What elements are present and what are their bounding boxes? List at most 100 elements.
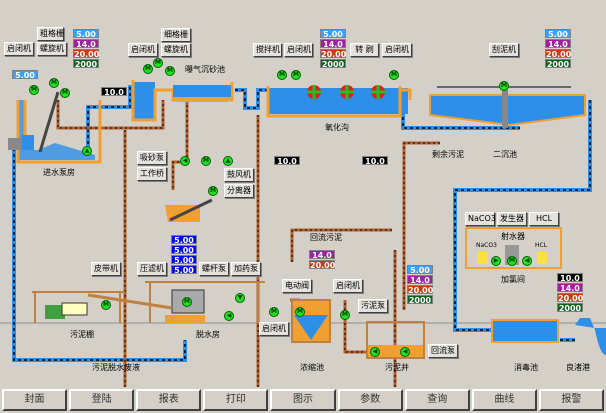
fine-screen-button[interactable]: 细格栅 xyxy=(161,28,191,42)
belt-conveyor-button[interactable]: 皮带机 xyxy=(91,262,121,276)
gate-button-3[interactable]: 启闭机 xyxy=(284,43,313,57)
motor-icon[interactable]: M xyxy=(29,85,39,95)
reading-value: 5.00 xyxy=(171,245,197,255)
nav-login[interactable]: 登陆 xyxy=(69,389,135,411)
motor-icon[interactable]: M xyxy=(499,81,509,91)
motor-icon[interactable]: M xyxy=(165,66,175,76)
return-sludge-label: 回流污泥 xyxy=(310,233,342,242)
nav-parameters[interactable]: 参数 xyxy=(337,389,403,411)
motor-icon[interactable]: M xyxy=(60,88,70,98)
oxidation-ditch xyxy=(266,85,412,118)
gate-button-2[interactable]: 启闭机 xyxy=(128,43,158,57)
pump-icon[interactable]: ▲ xyxy=(82,146,92,156)
reading-flow: 2000 xyxy=(320,59,346,69)
nav-cover[interactable]: 封面 xyxy=(2,389,68,411)
reading-value: 14.0 xyxy=(73,39,99,49)
separator-button[interactable]: 分离器 xyxy=(224,184,254,198)
motor-icon[interactable]: M xyxy=(182,297,192,307)
inlet-pump-house-label: 进水泵房 xyxy=(43,168,75,177)
generator-button[interactable]: 发生器 xyxy=(497,212,527,226)
bottom-navigation: 封面 登陆 报表 打印 图示 参数 查询 曲线 报警 xyxy=(0,387,606,413)
motor-icon[interactable]: M xyxy=(389,70,399,80)
reading-level: 5.00 xyxy=(407,265,433,275)
blower-button[interactable]: 鼓风机 xyxy=(224,168,254,182)
motor-icon[interactable]: M xyxy=(291,70,301,80)
secondary-clarifier xyxy=(429,86,586,128)
pump-icon[interactable]: ◀ xyxy=(400,347,410,357)
inlet-level-reading: 5.00 xyxy=(12,70,38,80)
naco3-button[interactable]: NaCO3 xyxy=(465,212,496,226)
return-pump-button[interactable]: 回流泵 xyxy=(428,344,458,358)
reading-value: 14.0 xyxy=(320,39,346,49)
motor-icon[interactable]: M xyxy=(49,78,59,88)
grit-hopper xyxy=(165,198,213,222)
work-bridge-button[interactable]: 工作桥 xyxy=(137,167,167,181)
nav-alarm[interactable]: 报警 xyxy=(538,389,604,411)
pump-icon[interactable]: ◀ xyxy=(180,156,190,166)
reading-level: 5.00 xyxy=(320,29,346,39)
nav-query[interactable]: 查询 xyxy=(404,389,470,411)
motor-icon[interactable]: M xyxy=(507,256,517,266)
dewater-waste-label: 污泥脱水废液 xyxy=(92,363,140,372)
naco3-tank-label: NaCO3 xyxy=(476,242,497,249)
pump-icon[interactable]: ◀ xyxy=(522,256,532,266)
motor-icon[interactable]: M xyxy=(143,64,153,74)
coarse-screen-button[interactable]: 粗格栅 xyxy=(37,27,64,41)
reading-value: 20.00 xyxy=(545,49,572,59)
sand-pump-button[interactable]: 吸砂泵 xyxy=(137,151,167,165)
grit-flow-reading: 10.0 xyxy=(101,87,127,97)
motor-icon[interactable]: M xyxy=(340,310,350,320)
excess-sludge-flow-reading: 10.0 xyxy=(362,156,388,166)
dosing-pump-button[interactable]: 加药泵 xyxy=(231,262,261,276)
reading-value: 5.00 xyxy=(171,255,197,265)
reading-value: 5.00 xyxy=(171,235,197,245)
reading-value: 20.00 xyxy=(557,293,584,303)
gate-button-6[interactable]: 启闭机 xyxy=(259,322,289,336)
pump-icon[interactable]: ◀ xyxy=(370,347,380,357)
gate-button-4[interactable]: 启闭机 xyxy=(382,43,412,57)
motor-icon[interactable]: M xyxy=(201,156,211,166)
disinfection-tank xyxy=(491,318,606,355)
grit-chamber xyxy=(131,80,234,122)
reading-flow: 2000 xyxy=(557,303,583,313)
scraper-button[interactable]: 刮泥机 xyxy=(489,43,519,57)
reading-flow: 2000 xyxy=(73,59,99,69)
sludge-shed-label: 污泥棚 xyxy=(70,330,94,339)
mixer-button[interactable]: 搅拌机 xyxy=(253,43,282,57)
reading-value: 20.00 xyxy=(73,49,100,59)
reading-value: 5.00 xyxy=(171,265,197,275)
motor-icon[interactable]: M xyxy=(277,70,287,80)
motor-icon[interactable]: M xyxy=(153,58,163,68)
reading-value: 14.0 xyxy=(557,283,583,293)
motor-icon[interactable]: M xyxy=(101,300,111,310)
nav-report[interactable]: 报表 xyxy=(136,389,202,411)
sludge-pump-button[interactable]: 污泥泵 xyxy=(358,299,388,313)
hcl-button[interactable]: HCL xyxy=(529,212,559,226)
pump-icon[interactable]: ▲ xyxy=(223,156,233,166)
motor-icon[interactable]: M xyxy=(208,186,218,196)
reading-value: 10.0 xyxy=(557,273,583,283)
reading-flow: 2000 xyxy=(545,59,571,69)
nav-diagram[interactable]: 图示 xyxy=(270,389,336,411)
motor-icon[interactable]: M xyxy=(269,307,279,317)
electric-valve-button[interactable]: 电动阀 xyxy=(282,279,312,293)
rotor-brush-button[interactable]: 转 刷 xyxy=(350,43,379,57)
pump-icon[interactable]: ▼ xyxy=(235,293,245,303)
gate-button-5[interactable]: 启闭机 xyxy=(333,279,363,293)
oxidation-ditch-label: 氧化沟 xyxy=(325,123,349,132)
excess-sludge-label: 剩余污泥 xyxy=(432,150,464,159)
screw-conveyor-button-1[interactable]: 螺旋机 xyxy=(37,42,67,56)
gate-button-1[interactable]: 启闭机 xyxy=(4,42,34,56)
screw-conveyor-button-2[interactable]: 螺旋机 xyxy=(161,43,191,57)
pump-icon[interactable]: ◀ xyxy=(224,311,234,321)
dewatering xyxy=(32,281,265,323)
nav-print[interactable]: 打印 xyxy=(203,389,269,411)
pump-icon[interactable]: ▶ xyxy=(491,256,501,266)
filter-press-button[interactable]: 压滤机 xyxy=(137,262,167,276)
ejector-label: 射水器 xyxy=(501,232,525,241)
nav-curves[interactable]: 曲线 xyxy=(471,389,537,411)
screw-pump-button[interactable]: 螺杆泵 xyxy=(199,262,229,276)
reading-value: 20.00 xyxy=(320,49,347,59)
motor-icon[interactable]: M xyxy=(295,307,305,317)
reading-level: 5.00 xyxy=(545,29,571,39)
